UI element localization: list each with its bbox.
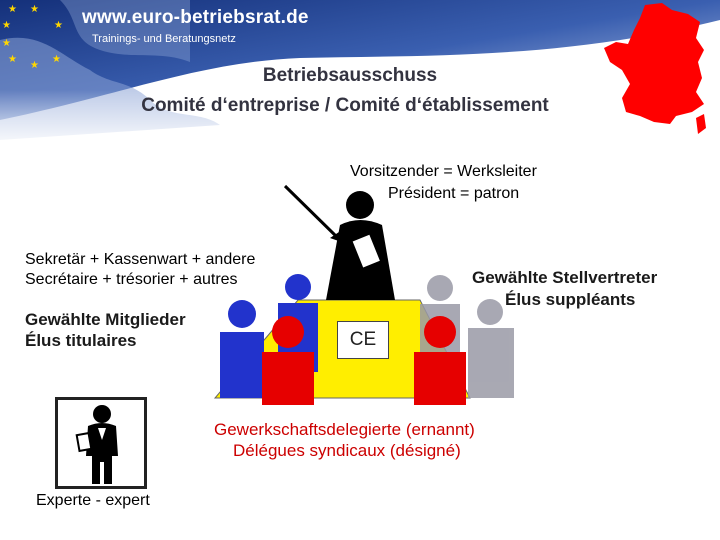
site-url[interactable]: www.euro-betriebsrat.de — [82, 7, 309, 28]
svg-text:★: ★ — [2, 20, 11, 31]
secretary-label-fr: Secrétaire + trésorier + autres — [25, 271, 238, 288]
svg-text:★: ★ — [30, 4, 39, 15]
eu-stars-icon: ★ ★ ★ ★ ★ ★ ★ ★ — [2, 4, 63, 71]
union-label-de: Gewerkschaftsdelegierte (ernannt) — [214, 420, 475, 439]
svg-text:★: ★ — [8, 54, 17, 65]
svg-text:★: ★ — [52, 54, 61, 65]
gray-person-back-right — [468, 299, 514, 398]
ce-table-label: CE — [337, 321, 389, 359]
members-label-fr: Élus titulaires — [25, 331, 137, 350]
expert-label: Experte - expert — [36, 492, 150, 509]
red-person-left — [262, 316, 314, 405]
expert-frame — [55, 397, 147, 489]
chair-label-de: Vorsitzender = Werksleiter — [350, 163, 537, 180]
svg-text:★: ★ — [8, 4, 17, 15]
svg-text:★: ★ — [30, 60, 39, 71]
expert-icon — [75, 405, 118, 484]
deputies-label-de: Gewählte Stellvertreter — [472, 268, 658, 287]
header-banner: ★ ★ ★ ★ ★ ★ ★ ★ — [0, 0, 720, 150]
france-map-icon — [604, 3, 706, 134]
site-tagline: Trainings- und Beratungsnetz — [92, 33, 236, 45]
blue-person-front — [220, 300, 264, 398]
svg-text:★: ★ — [2, 38, 11, 49]
page-title: Betriebsausschuss — [262, 65, 438, 86]
chair-label-fr: Président = patron — [388, 185, 520, 202]
chairman-figure — [283, 184, 395, 300]
union-label-fr: Délégues syndicaux (désigné) — [233, 441, 461, 460]
page-subtitle: Comité d‘entreprise / Comité d‘établisse… — [141, 95, 549, 116]
svg-text:★: ★ — [54, 20, 63, 31]
red-person-right — [414, 316, 466, 405]
secretary-label-de: Sekretär + Kassenwart + andere — [25, 251, 256, 268]
deputies-label-fr: Élus suppléants — [505, 290, 636, 309]
members-label-de: Gewählte Mitglieder — [25, 310, 186, 329]
